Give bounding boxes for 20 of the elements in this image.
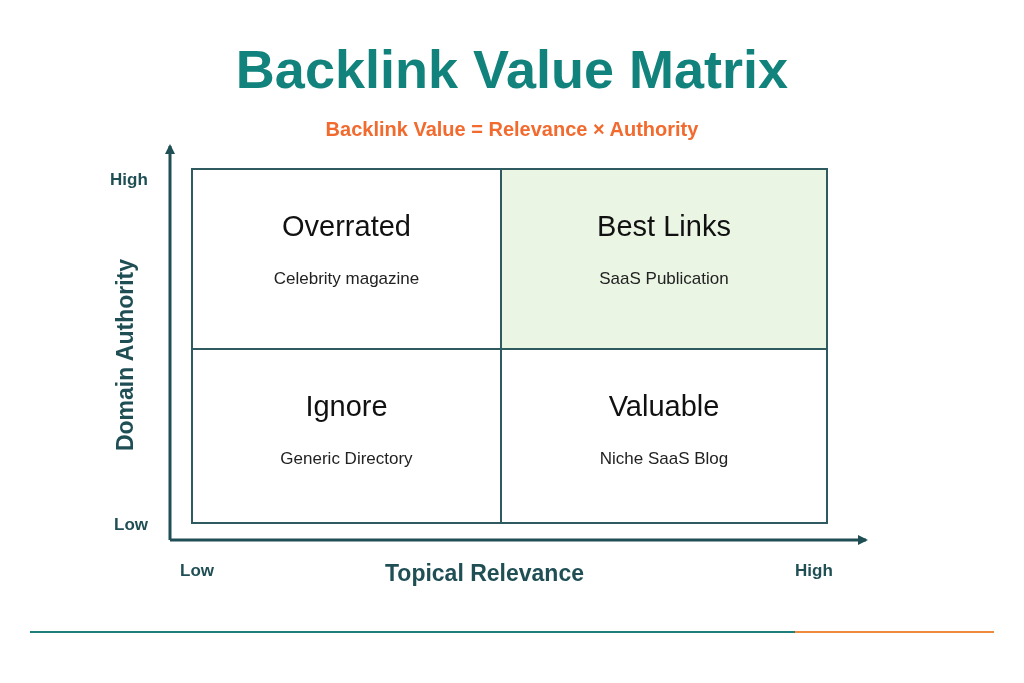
formula: Backlink Value = Relevance × Authority — [325, 118, 699, 141]
quadrant-heading: Best Links — [597, 210, 731, 243]
quadrant-heading: Valuable — [608, 390, 720, 423]
axis-tick-label: High — [795, 561, 833, 581]
axis-tick-label: High — [110, 170, 148, 190]
matrix-quadrant — [191, 168, 502, 350]
quadrant-heading: Overrated — [282, 210, 411, 243]
title: Backlink Value Matrix — [235, 38, 789, 100]
quadrant-example: SaaS Publication — [599, 269, 729, 289]
matrix-quadrant — [500, 168, 828, 350]
matrix-quadrant — [191, 348, 502, 524]
quadrant-example: Generic Directory — [280, 449, 413, 469]
axis-title: Topical Relevance — [385, 560, 584, 587]
quadrant-heading: Ignore — [305, 390, 388, 423]
quadrant-example: Niche SaaS Blog — [599, 449, 729, 469]
quadrant-example: Celebrity magazine — [273, 269, 420, 289]
matrix-quadrant — [500, 348, 828, 524]
axis-tick-label: Low — [180, 561, 214, 581]
axis-tick-label: Low — [114, 515, 148, 535]
axis-title: Domain Authority — [111, 258, 139, 452]
